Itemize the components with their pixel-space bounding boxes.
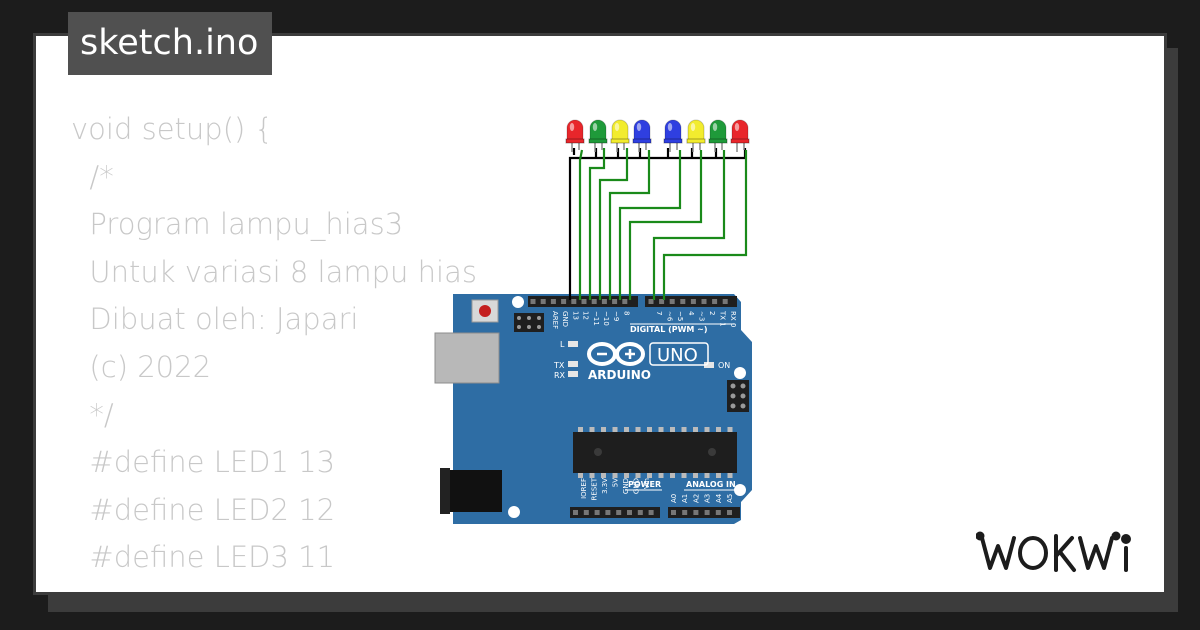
power-header	[570, 507, 660, 518]
pin-label: 12	[582, 311, 590, 320]
wire	[588, 148, 606, 300]
power-led	[704, 362, 714, 368]
analog-pin-label: A4	[715, 493, 723, 503]
code-line: #define LED3 11	[71, 540, 336, 575]
wire	[608, 150, 651, 300]
power-pin-label: GND	[622, 478, 630, 494]
pin-label: AREF	[551, 311, 559, 329]
pin-label: RX 0	[729, 311, 737, 327]
pin-label: 13	[571, 311, 579, 320]
led-red[interactable]	[565, 119, 585, 152]
wire	[628, 150, 703, 300]
power-pin-label: Vin	[643, 478, 651, 489]
code-line: #define LED1 13	[71, 445, 336, 480]
analog-header	[668, 507, 740, 518]
mount-hole	[512, 296, 524, 308]
led-green[interactable]	[588, 119, 608, 152]
led-green[interactable]	[708, 119, 728, 152]
pin-label: 7	[655, 311, 663, 315]
uno-badge	[649, 342, 709, 366]
pin-label: ~9	[612, 311, 620, 321]
on-label: ON	[718, 361, 730, 370]
usb-connector	[434, 332, 500, 384]
code-line: #define LED2 12	[71, 492, 336, 527]
power-pin-label: RESET	[591, 477, 599, 500]
icsp-header	[727, 380, 749, 412]
led-yellow[interactable]	[686, 119, 706, 152]
pin-label: ~10	[602, 311, 610, 326]
pin-label: 2	[708, 311, 716, 315]
reset-button-cap[interactable]	[479, 305, 491, 317]
rx-label: RX	[554, 371, 566, 380]
mount-hole	[734, 367, 746, 379]
tx-led	[568, 361, 578, 367]
power-pin-label: 5V	[612, 478, 620, 487]
analog-pin-label: A0	[670, 494, 678, 503]
power-pin-label: 3.3V	[601, 478, 609, 494]
code-line: void setup() {	[71, 112, 273, 146]
code-line: /*	[71, 159, 114, 194]
code-line: Dibuat oleh: Japari	[71, 302, 359, 337]
pin-label: GND	[561, 311, 569, 327]
pin-label: ~11	[592, 311, 600, 326]
wire	[652, 150, 726, 300]
rx-led	[568, 371, 578, 377]
power-jack	[443, 470, 502, 512]
model-label: UNO	[657, 345, 698, 366]
file-title: sketch.ino	[68, 12, 273, 75]
code-line: Program lampu_hias3	[71, 207, 404, 242]
analog-pin-label: A2	[692, 494, 700, 503]
tx-label: TX	[553, 361, 565, 370]
l-label: L	[560, 340, 565, 349]
wire	[578, 149, 584, 300]
analog-label: ANALOG IN	[686, 480, 736, 489]
builtin-led-l	[568, 341, 578, 347]
mount-hole	[508, 506, 520, 518]
code-line: Untuk variasi 8 lampu hias	[71, 254, 477, 289]
analog-pin-label: A5	[726, 494, 734, 503]
code-line: (c) 2022	[71, 349, 212, 384]
wire	[662, 150, 748, 300]
digital-label: DIGITAL (PWM ~)	[630, 325, 708, 334]
code-line: #define LED4 10	[71, 582, 477, 592]
led-blue[interactable]	[632, 119, 652, 152]
wire	[598, 148, 629, 300]
power-pin-label: GND	[633, 478, 641, 494]
pin-label: TX 1	[719, 310, 727, 327]
pin-label: ~3	[697, 311, 705, 321]
wire	[618, 150, 682, 300]
brand-label: ARDUINO	[588, 368, 651, 382]
analog-pin-label: A1	[681, 494, 689, 503]
code-line: */	[71, 397, 114, 432]
wokwi-logo	[976, 531, 1131, 572]
power-pin-label: IOREF	[580, 478, 588, 499]
pin-label: 4	[687, 311, 695, 316]
power-label: POWER	[628, 480, 661, 489]
led-yellow[interactable]	[610, 119, 630, 152]
pin-label: ~5	[676, 311, 684, 321]
pin-label: 8	[622, 311, 630, 315]
analog-pin-label: A3	[704, 494, 712, 503]
wire	[568, 148, 747, 300]
pin-label: ~6	[666, 311, 674, 322]
arduino-infinity-logo	[587, 342, 645, 366]
led-blue[interactable]	[663, 119, 683, 152]
led-red[interactable]	[730, 119, 750, 152]
code-preview: void setup() { /* Program lampu_hias3 Un…	[71, 106, 477, 592]
